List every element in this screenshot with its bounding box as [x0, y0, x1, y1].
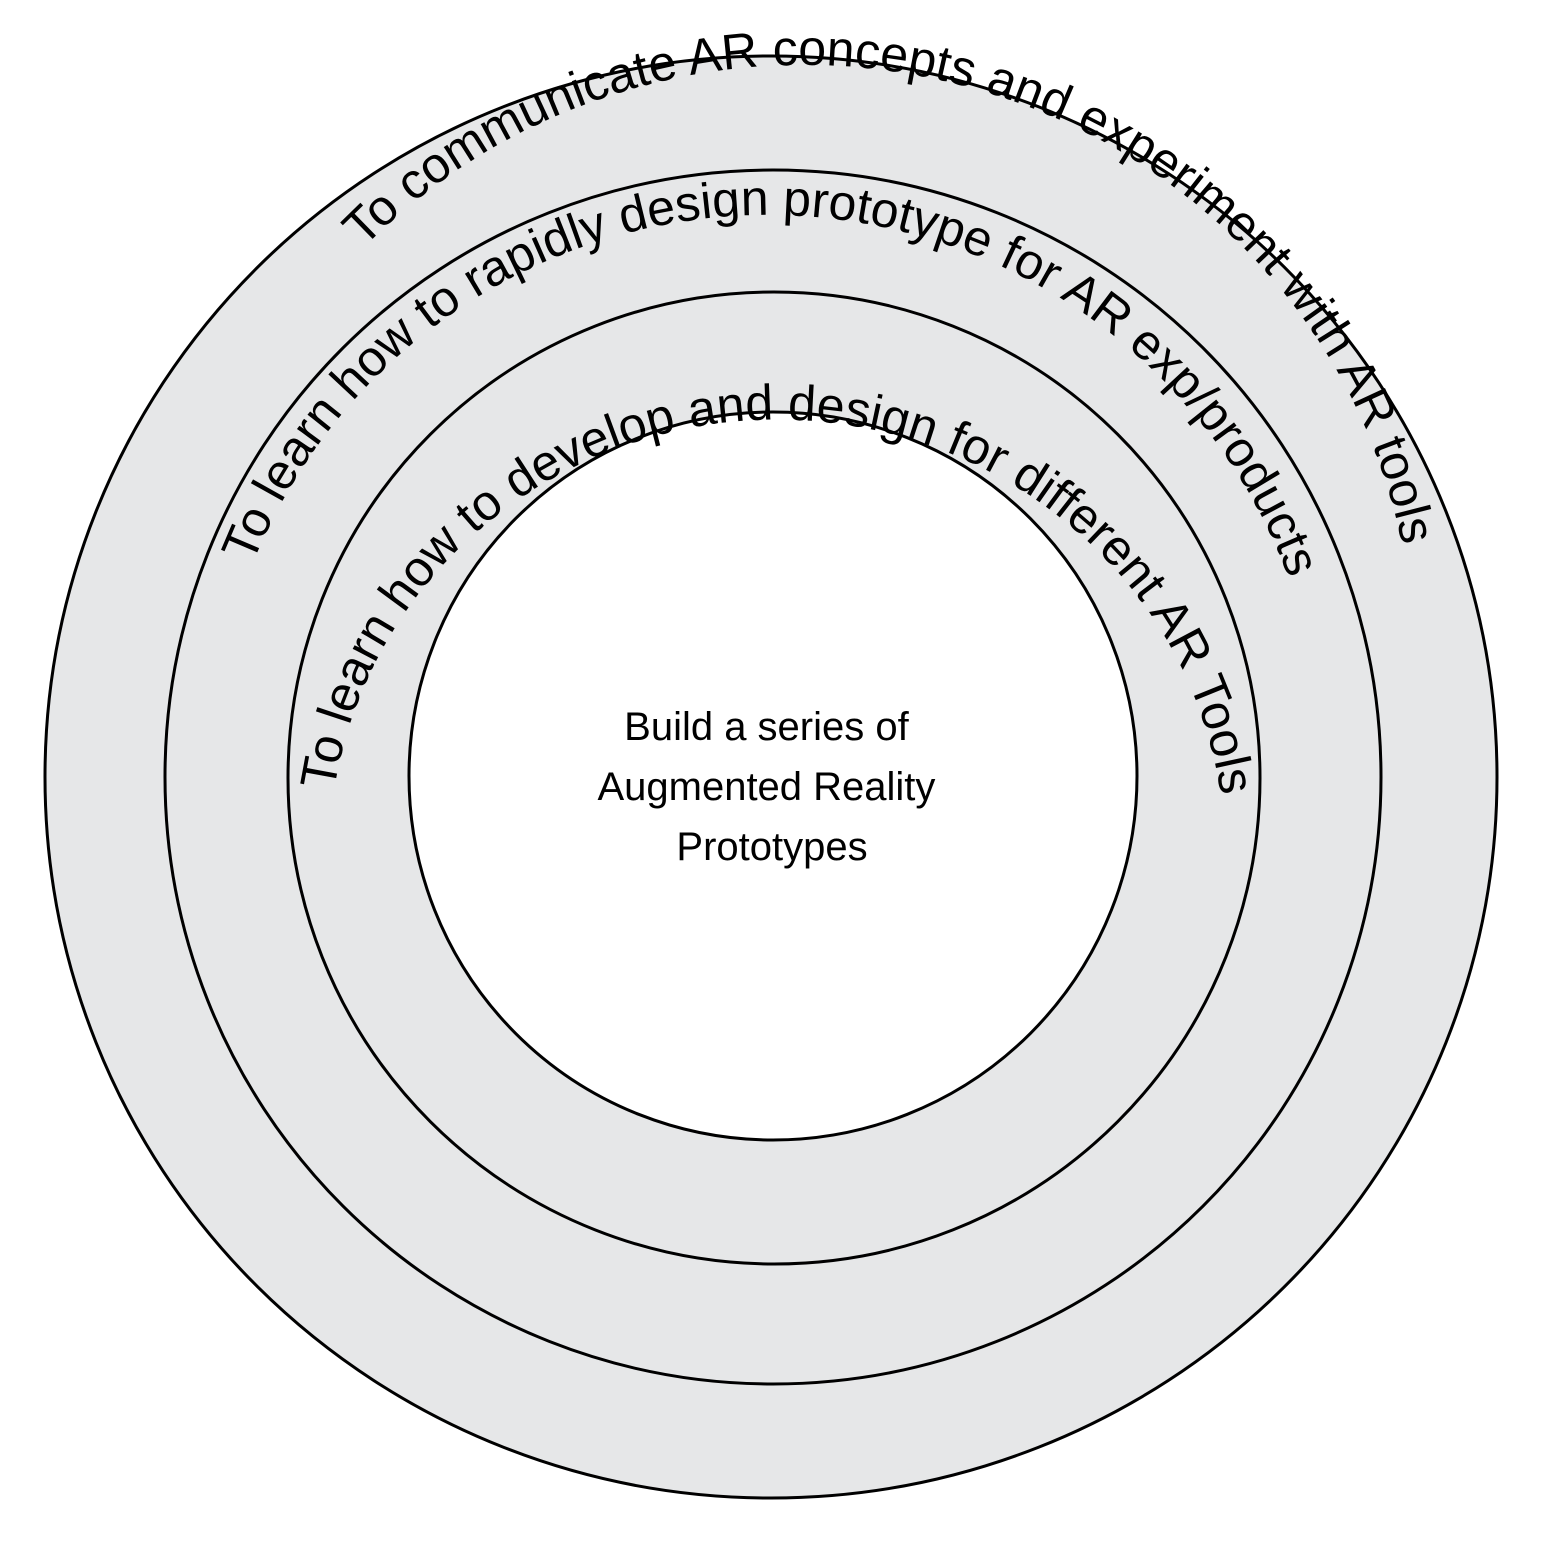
center-label-line-1: Build a series of — [624, 705, 909, 749]
center-label: Build a series of Augmented Reality Prot… — [597, 705, 946, 869]
center-circle — [407, 410, 1139, 1142]
center-label-line-3: Prototypes — [676, 825, 867, 869]
center-label-line-2: Augmented Reality — [597, 765, 935, 809]
